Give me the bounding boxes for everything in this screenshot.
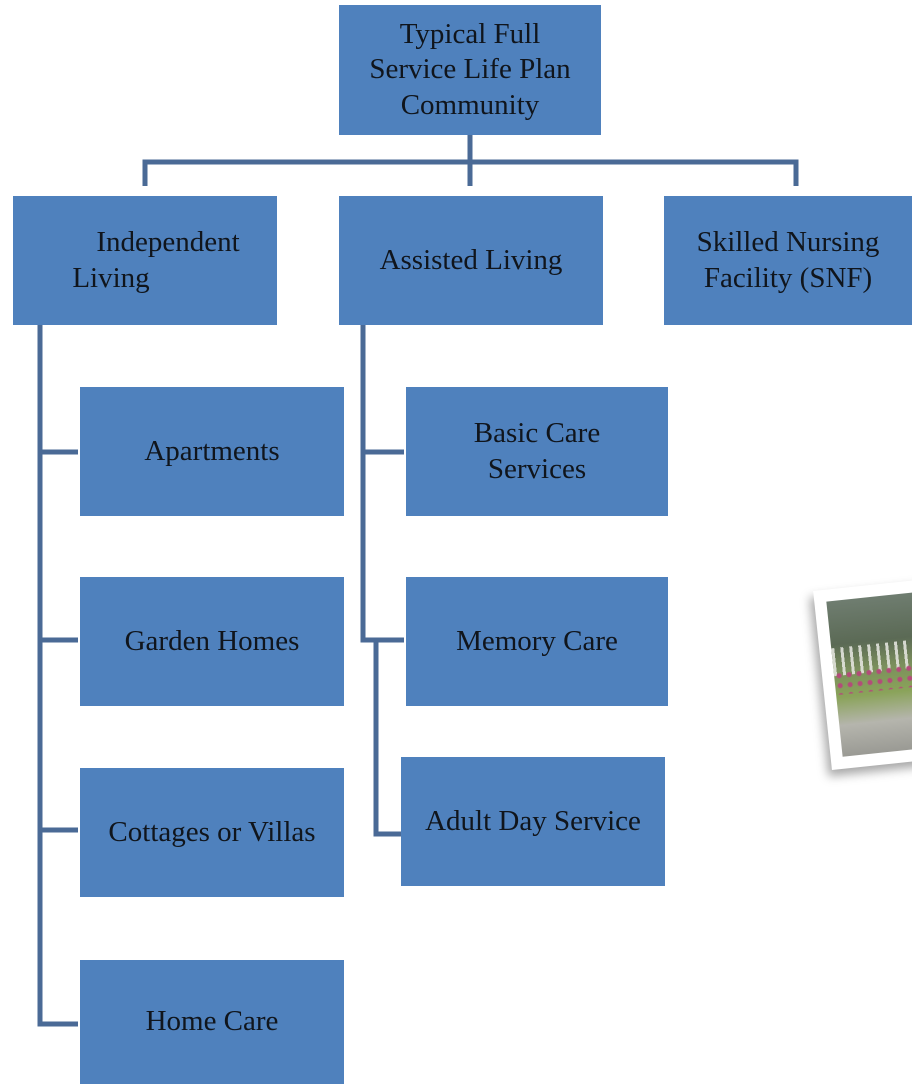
independent-trunk: [37, 325, 78, 1027]
garden-homes-label: Garden Homes: [124, 624, 300, 657]
assisted-trunk: [360, 325, 404, 643]
item-cottages-or-villas: Cottages or Villas: [80, 768, 344, 897]
cottages-label: Cottages or Villas: [108, 815, 316, 848]
item-basic-care-services: Basic Care Services: [406, 387, 668, 516]
root-node: Typical Full Service Life Plan Community: [339, 5, 601, 135]
independent-label-line-2: Living: [72, 261, 150, 294]
root-label-line-3: Community: [400, 88, 540, 121]
branch-adult-day: [373, 642, 404, 837]
skilled-label-line-2: Facility (SNF): [703, 261, 873, 294]
assisted-label: Assisted Living: [379, 243, 563, 276]
community-photo-image: [826, 583, 912, 757]
apartments-label: Apartments: [144, 434, 280, 467]
category-bus: [142, 159, 799, 186]
memory-care-label: Memory Care: [456, 624, 618, 657]
independent-label-line-1: Independent: [96, 226, 240, 259]
item-memory-care: Memory Care: [406, 577, 668, 706]
root-label-line-2: Service Life Plan: [369, 53, 571, 86]
item-garden-homes: Garden Homes: [80, 577, 344, 706]
basic-care-label-line-2: Services: [487, 452, 587, 485]
root-label-line-1: Typical Full: [399, 17, 541, 50]
item-home-care: Home Care: [80, 960, 344, 1084]
skilled-label-line-1: Skilled Nursing: [696, 226, 880, 259]
category-independent-living: Independent Living: [13, 196, 277, 325]
category-skilled-nursing: Skilled Nursing Facility (SNF): [664, 196, 912, 325]
basic-care-label-line-1: Basic Care: [473, 417, 601, 450]
category-assisted-living: Assisted Living: [339, 196, 603, 325]
adult-day-label: Adult Day Service: [425, 804, 641, 837]
home-care-label: Home Care: [145, 1005, 279, 1038]
item-apartments: Apartments: [80, 387, 344, 516]
item-adult-day-service: Adult Day Service: [401, 757, 665, 886]
community-photo: [813, 570, 912, 770]
